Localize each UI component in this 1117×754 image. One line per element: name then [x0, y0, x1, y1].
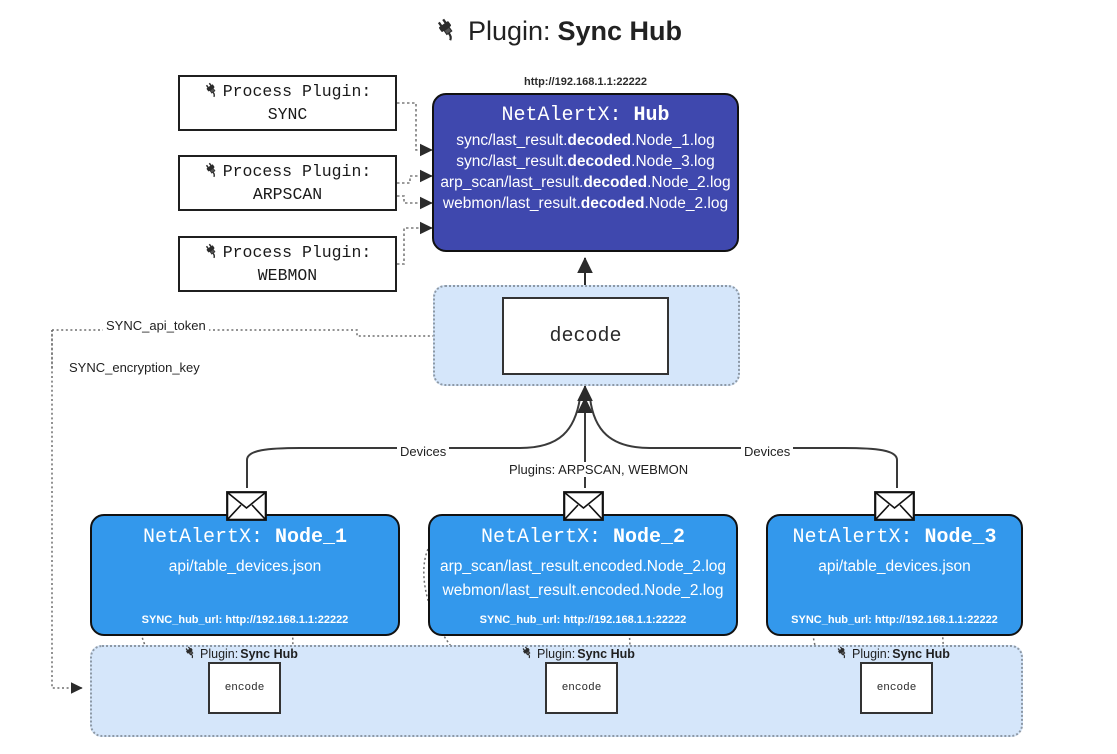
hub-title-prefix: NetAlertX:	[501, 104, 622, 127]
log-pre: sync/last_result.	[456, 153, 568, 170]
hub-node[interactable]: NetAlertX: Hub sync/last_result.decoded.…	[432, 93, 739, 252]
node-artifact-line: arp_scan/last_result.encoded.Node_2.log	[439, 558, 727, 575]
process-plugin-arpscan[interactable]: Process Plugin: ARPSCAN	[178, 155, 397, 211]
node-hub-url-label: SYNC_hub_url: http://192.168.1.1:22222	[141, 614, 349, 626]
envelope-icon	[563, 491, 604, 521]
node-title-name: Node_2	[613, 526, 686, 549]
log-mid: decoded	[583, 174, 648, 191]
node-title-prefix: NetAlertX:	[792, 526, 913, 549]
node-hub-url-label: SYNC_hub_url: http://192.168.1.1:22222	[479, 614, 687, 626]
edge-label-plugins: Plugins: ARPSCAN, WEBMON	[506, 462, 692, 477]
edge-label-devices-right: Devices	[741, 444, 794, 459]
encoder-label-node-2: Plugin: Sync Hub	[521, 645, 635, 662]
node-card-node-2[interactable]: NetAlertX: Node_2 arp_scan/last_result.e…	[428, 514, 738, 636]
plug-icon	[435, 16, 461, 47]
process-plugin-name: WEBMON	[257, 265, 318, 285]
encode-box-node-3[interactable]: encode	[860, 662, 933, 714]
encoder-label-name: Sync Hub	[577, 646, 635, 661]
encode-box-node-2[interactable]: encode	[545, 662, 618, 714]
node-card-node-3[interactable]: NetAlertX: Node_3 api/table_devices.json…	[766, 514, 1023, 636]
node-title-name: Node_3	[924, 526, 997, 549]
process-plugin-label: Process Plugin:	[222, 82, 372, 102]
log-pre: sync/last_result.	[456, 132, 568, 149]
log-pre: webmon/last_result.	[442, 195, 581, 212]
page-title: Plugin: Sync Hub	[0, 16, 1117, 47]
plug-icon	[184, 645, 198, 662]
log-mid: decoded	[567, 153, 632, 170]
hub-log-list: sync/last_result.decoded.Node_1.log sync…	[434, 132, 737, 213]
node-title: NetAlertX: Node_1	[92, 526, 398, 549]
plug-icon	[204, 81, 221, 105]
edge-label-api-token: SYNC_api_token	[103, 318, 209, 333]
plug-icon	[204, 161, 221, 185]
hub-log-line: arp_scan/last_result.decoded.Node_2.log	[440, 174, 730, 192]
node-title: NetAlertX: Node_2	[430, 526, 736, 549]
plug-icon	[521, 645, 535, 662]
envelope-icon	[226, 491, 267, 521]
edge-label-devices-left: Devices	[397, 444, 450, 459]
process-plugin-sync[interactable]: Process Plugin: SYNC	[178, 75, 397, 131]
node-title-name: Node_1	[275, 526, 348, 549]
log-mid: decoded	[580, 195, 645, 212]
node-title-prefix: NetAlertX:	[480, 526, 601, 549]
log-post: .Node_2.log	[644, 195, 729, 212]
log-pre: arp_scan/last_result.	[440, 174, 584, 191]
encoder-label-prefix: Plugin:	[852, 646, 891, 661]
encoder-label-node-1: Plugin: Sync Hub	[184, 645, 298, 662]
hub-log-line: sync/last_result.decoded.Node_3.log	[456, 153, 714, 171]
edge-label-encryption-key: SYNC_encryption_key	[66, 360, 203, 375]
node-artifact-line: api/table_devices.json	[168, 558, 322, 575]
process-plugin-label: Process Plugin:	[222, 162, 372, 182]
node-card-node-1[interactable]: NetAlertX: Node_1 api/table_devices.json…	[90, 514, 400, 636]
envelope-icon	[874, 491, 915, 521]
node-title: NetAlertX: Node_3	[768, 526, 1021, 549]
plug-icon	[836, 645, 850, 662]
plug-icon	[204, 242, 221, 266]
encoder-label-name: Sync Hub	[240, 646, 298, 661]
log-post: .Node_2.log	[647, 174, 731, 191]
hub-title-name: Hub	[633, 104, 670, 127]
page-title-prefix: Plugin:	[467, 16, 551, 46]
node-title-prefix: NetAlertX:	[142, 526, 263, 549]
process-plugin-name: ARPSCAN	[252, 184, 323, 204]
node-hub-url-label: SYNC_hub_url: http://192.168.1.1:22222	[791, 614, 998, 626]
decode-box[interactable]: decode	[502, 297, 669, 375]
encoder-label-prefix: Plugin:	[537, 646, 576, 661]
process-plugin-label: Process Plugin:	[222, 243, 372, 263]
hub-url-label: http://192.168.1.1:22222	[524, 76, 647, 88]
log-post: .Node_1.log	[631, 132, 715, 149]
log-mid: decoded	[567, 132, 632, 149]
encoder-label-node-3: Plugin: Sync Hub	[836, 645, 950, 662]
node-artifact-line: api/table_devices.json	[818, 558, 971, 575]
hub-log-line: sync/last_result.decoded.Node_1.log	[456, 132, 714, 150]
encode-box-node-1[interactable]: encode	[208, 662, 281, 714]
hub-log-line: webmon/last_result.decoded.Node_2.log	[443, 195, 728, 213]
encoder-label-name: Sync Hub	[892, 646, 950, 661]
process-plugin-webmon[interactable]: Process Plugin: WEBMON	[178, 236, 397, 292]
encoder-label-prefix: Plugin:	[200, 646, 239, 661]
hub-title: NetAlertX: Hub	[434, 104, 737, 127]
process-plugin-name: SYNC	[267, 104, 308, 124]
node-artifact-line: webmon/last_result.encoded.Node_2.log	[442, 582, 724, 600]
page-title-name: Sync Hub	[557, 16, 683, 46]
log-post: .Node_3.log	[631, 153, 715, 170]
